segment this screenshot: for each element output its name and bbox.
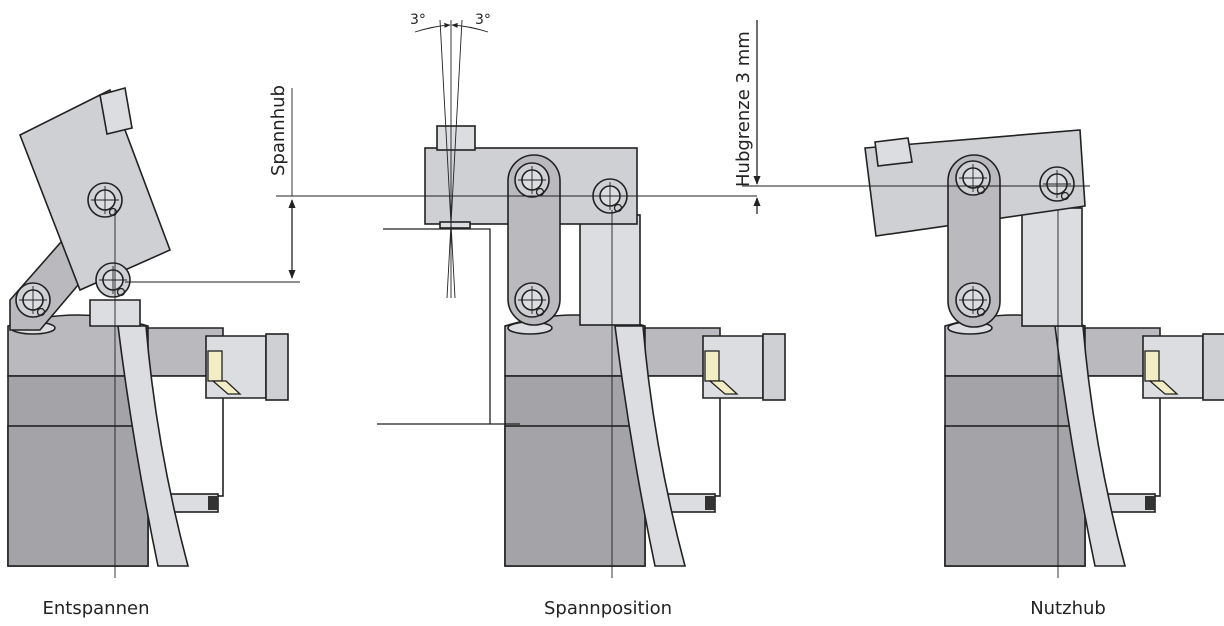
hubgrenze-label: Hubgrenze 3 mm — [733, 31, 754, 187]
caption-working-stroke: Nutzhub — [1030, 598, 1106, 619]
caption-unclamp: Entspannen — [42, 598, 150, 619]
spannhub-label: Spannhub — [268, 85, 289, 176]
caption-clamp-position: Spannposition — [544, 598, 672, 619]
clamp-unclamped — [7, 86, 289, 578]
clamp-working-stroke — [864, 129, 1224, 578]
angle-left-label: 3° — [410, 12, 426, 28]
clamp-clamped — [377, 19, 786, 578]
angle-right-label: 3° — [475, 12, 491, 28]
dimensions — [125, 20, 1090, 283]
